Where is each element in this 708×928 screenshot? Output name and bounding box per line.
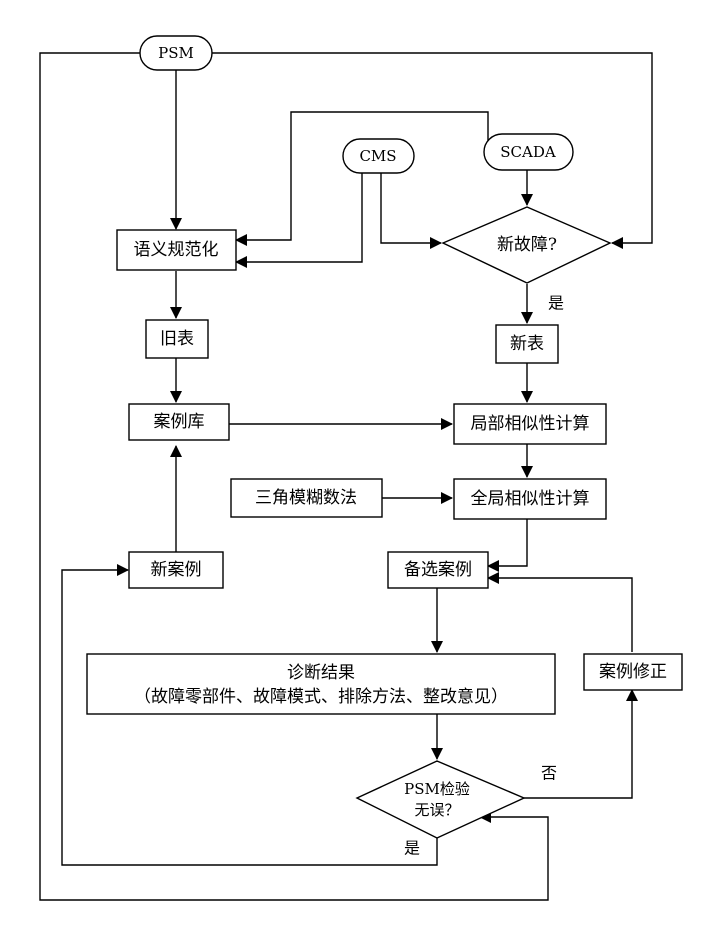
diagnosis-detail: （故障零部件、故障模式、排除方法、整改意见） <box>134 687 508 707</box>
edge-psm-to-newfault <box>212 53 652 243</box>
diagnosis-title: 诊断结果 <box>287 663 355 683</box>
new-case-label: 新案例 <box>151 560 202 580</box>
candidate-cases-label: 备选案例 <box>404 560 472 580</box>
edge-revise-to-candidate <box>488 578 632 652</box>
edge-cms-to-newfault <box>381 173 441 243</box>
local-sim-label: 局部相似性计算 <box>471 414 590 434</box>
old-table-label: 旧表 <box>160 329 194 349</box>
global-sim-label: 全局相似性计算 <box>471 489 590 509</box>
psm-check-line2: 无误？ <box>414 801 459 819</box>
edge-label-yes-check: 是 <box>404 839 420 858</box>
fuzzy-method-label: 三角模糊数法 <box>255 488 357 508</box>
psm-label: PSM <box>158 44 194 62</box>
connectors <box>40 53 652 900</box>
psm-check-line1: PSM检验 <box>404 780 470 798</box>
case-base-label: 案例库 <box>154 412 205 432</box>
case-revise-label: 案例修正 <box>599 662 667 682</box>
scada-label: SCADA <box>500 143 556 161</box>
semantic-norm-label: 语义规范化 <box>134 240 219 260</box>
new-fault-label: 新故障? <box>497 235 557 255</box>
edge-label-no-check: 否 <box>541 764 557 783</box>
new-table-label: 新表 <box>510 334 544 354</box>
edge-psm-to-check <box>40 53 548 900</box>
edge-cms-to-semantic <box>236 173 362 262</box>
psm-check-decision <box>357 761 524 838</box>
edge-label-yes-newfault: 是 <box>548 294 564 313</box>
edge-check-to-newcase <box>62 570 437 865</box>
cms-label: CMS <box>359 147 396 165</box>
edge-globalsim-to-candidate <box>488 519 527 566</box>
